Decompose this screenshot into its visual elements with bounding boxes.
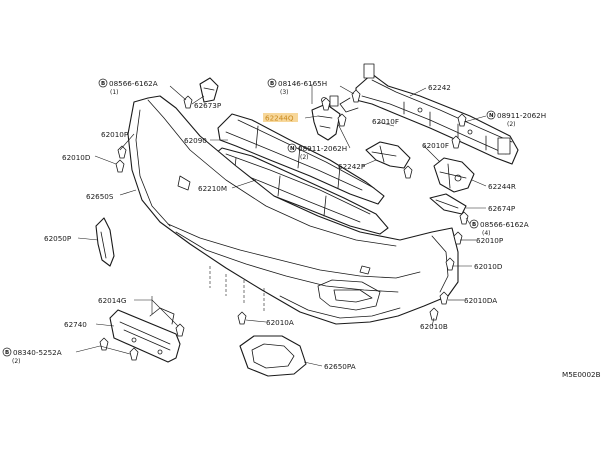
callout-label: 62650PA	[324, 362, 356, 371]
bolt-prefix: B	[270, 81, 274, 87]
callout-label: 62242P	[338, 162, 366, 171]
bolt-symbol-icon	[98, 78, 108, 88]
highlight-marker	[263, 113, 298, 122]
callout-label: 62010F	[422, 141, 449, 150]
callout-label: 62673P	[194, 101, 222, 110]
bracket-62244r	[433, 157, 475, 193]
callout-label: 62050P	[44, 234, 72, 243]
bracket-62674p	[429, 193, 467, 215]
callout-qty: (2)	[12, 358, 21, 365]
callout-label: 08340-5252A	[13, 348, 62, 357]
callout-qty: (4)	[482, 230, 491, 237]
callout-labels: B 08566-6162A (1) 62673P 62010P 62010D 6…	[2, 78, 601, 379]
bolt-symbol-icon	[469, 219, 479, 229]
callout-label: 62010DA	[464, 296, 497, 305]
leader-lines	[75, 84, 487, 367]
callout-label: 62210M	[198, 184, 227, 193]
callout-label: 08911-2062H	[298, 144, 347, 153]
bolt-prefix: B	[5, 350, 9, 356]
callout-label: 62010A	[266, 318, 294, 327]
nut-symbol-icon	[287, 143, 297, 153]
callout-qty: (1)	[110, 89, 119, 96]
bracket-62242p	[365, 141, 411, 169]
callout-label: 62010P	[101, 130, 129, 139]
callout-label: 62010P	[476, 236, 504, 245]
bumper-reinforcement-62242	[339, 63, 519, 165]
bolt-prefix: B	[472, 222, 476, 228]
callout-label: 62010D	[62, 153, 91, 162]
callout-label: 62244R	[488, 182, 516, 191]
reference-code: M5E0002B	[562, 370, 601, 379]
bolt-prefix: N	[290, 146, 295, 152]
callout-label: 62740	[64, 320, 87, 329]
clip-62673p	[199, 77, 219, 103]
bolt-symbol-icon	[267, 78, 277, 88]
energy-absorber-62090	[217, 113, 385, 205]
callout-label: 62014G	[98, 296, 126, 305]
callout-label-highlighted: 62244Q	[265, 114, 294, 123]
license-plate-bracket-62740	[109, 307, 181, 363]
bumper-fascia	[127, 95, 459, 325]
callout-label: 62674P	[488, 204, 516, 213]
callout-label: 62010F	[372, 117, 399, 126]
bolt-prefix: N	[489, 113, 494, 119]
callout-label: 62242	[428, 83, 451, 92]
callout-label: 08146-6165H	[278, 79, 327, 88]
callout-label: 62650S	[86, 192, 114, 201]
callout-qty: (2)	[507, 121, 516, 128]
callout-label: 62010D	[474, 262, 503, 271]
callout-label: 08566-6162A	[109, 79, 158, 88]
fog-bezel-62650pa	[239, 335, 307, 377]
callout-label: 62090	[184, 136, 207, 145]
nut-symbol-icon	[486, 110, 496, 120]
bolt-symbol-icon	[2, 347, 12, 357]
callout-label: 08911-2062H	[497, 111, 546, 120]
side-reflector-62050p	[95, 217, 115, 267]
callout-qty: (2)	[300, 154, 309, 161]
bolt-prefix: B	[101, 81, 105, 87]
callout-label: 08566-6162A	[480, 220, 529, 229]
callout-qty: (3)	[280, 89, 289, 96]
callout-label: 62010B	[420, 322, 448, 331]
